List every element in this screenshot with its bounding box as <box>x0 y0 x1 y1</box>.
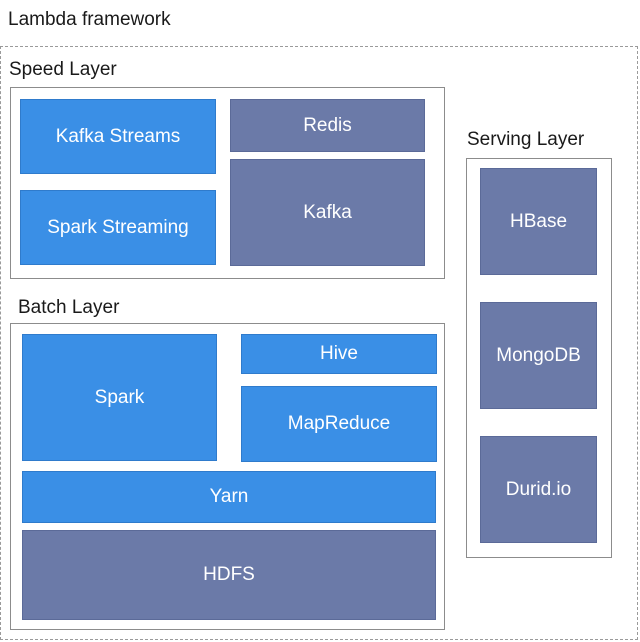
speed-layer-label: Speed Layer <box>9 59 117 80</box>
durid-box: Durid.io <box>480 436 597 543</box>
kafka-streams-box: Kafka Streams <box>20 99 216 174</box>
yarn-box: Yarn <box>22 471 436 523</box>
hbase-box: HBase <box>480 168 597 275</box>
serving-layer-label: Serving Layer <box>467 129 585 150</box>
redis-box: Redis <box>230 99 425 152</box>
hdfs-box: HDFS <box>22 530 436 620</box>
hive-box: Hive <box>241 334 437 374</box>
kafka-box: Kafka <box>230 159 425 266</box>
spark-box: Spark <box>22 334 217 461</box>
mongodb-box: MongoDB <box>480 302 597 409</box>
mapreduce-box: MapReduce <box>241 386 437 462</box>
diagram-title: Lambda framework <box>8 9 171 30</box>
lambda-framework-container <box>0 46 638 640</box>
spark-streaming-box: Spark Streaming <box>20 190 216 265</box>
batch-layer-label: Batch Layer <box>18 297 120 318</box>
